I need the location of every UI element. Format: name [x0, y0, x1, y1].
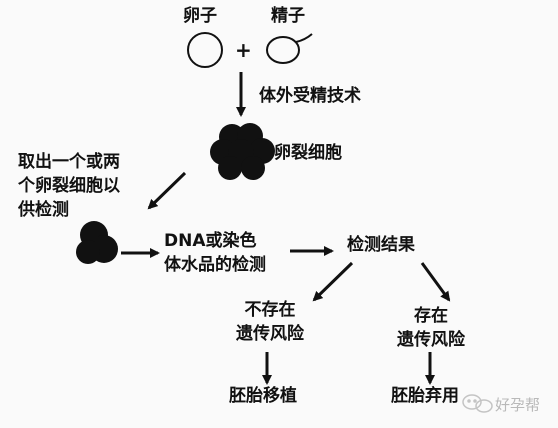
test-line-2: 体水品的检测 — [164, 255, 266, 275]
extracted-cells-icon — [76, 221, 118, 264]
no-risk-label: 不存在 遗传风险 — [236, 298, 304, 346]
arrow-to-risk — [420, 262, 451, 302]
ivf-label: 体外受精技术 — [259, 86, 361, 106]
sperm-cell-icon — [266, 33, 313, 64]
plus-sign: + — [235, 38, 252, 62]
extract-line-3: 供检测 — [18, 200, 69, 220]
extract-label: 取出一个或两 个卵裂细胞以 供检测 — [18, 150, 120, 222]
no-risk-line-1: 不存在 — [244, 300, 296, 320]
transfer-label: 胚胎移植 — [229, 386, 297, 406]
cleavage-cells-label: 卵裂细胞 — [274, 143, 342, 163]
extract-line-1: 取出一个或两 — [18, 152, 120, 172]
risk-label: 存在 遗传风险 — [397, 304, 465, 352]
watermark-text: 好孕帮 — [495, 396, 541, 414]
sperm-label: 精子 — [271, 6, 305, 26]
test-label: DNA或染色 体水品的检测 — [164, 229, 266, 277]
egg-cell-icon — [187, 32, 223, 68]
cleavage-embryo-icon — [210, 123, 275, 180]
arrow-extract — [147, 171, 187, 210]
result-label: 检测结果 — [347, 235, 415, 255]
extract-line-2: 个卵裂细胞以 — [18, 176, 120, 196]
watermark-logo-icon — [462, 394, 493, 413]
risk-line-1: 存在 — [414, 306, 448, 326]
no-risk-line-2: 遗传风险 — [236, 324, 304, 344]
risk-line-2: 遗传风险 — [397, 330, 465, 350]
egg-label: 卵子 — [183, 6, 217, 26]
discard-label: 胚胎弃用 — [391, 386, 459, 406]
arrow-to-no-risk — [312, 261, 354, 302]
test-line-1: DNA或染色 — [164, 231, 257, 251]
